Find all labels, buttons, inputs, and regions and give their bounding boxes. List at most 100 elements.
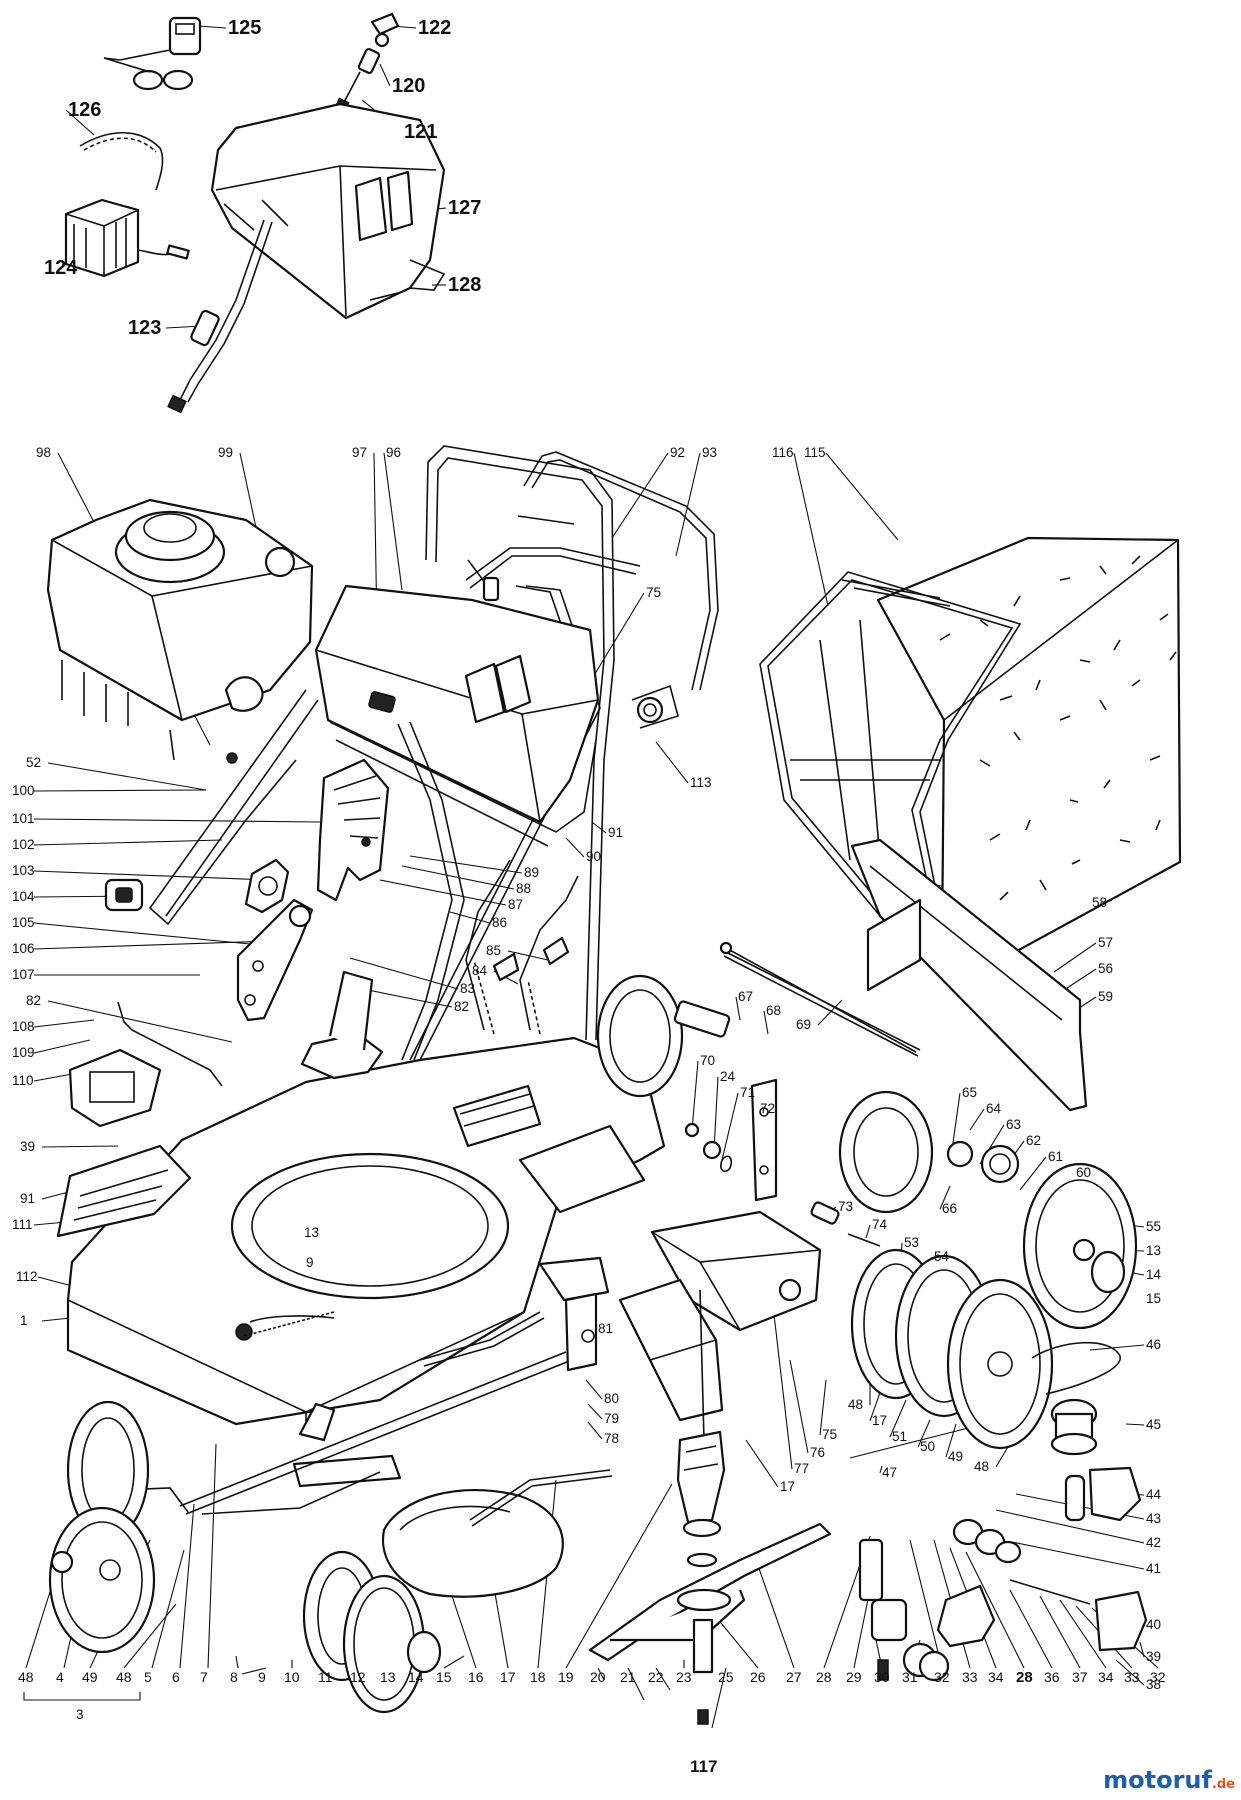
part-label-70: 70 [700, 1053, 716, 1068]
part-label-58: 58 [1092, 895, 1108, 910]
part-label-b14: 14 [408, 1669, 424, 1685]
grass-catcher-frame [759, 571, 1022, 941]
part-label-100: 100 [12, 783, 35, 798]
part-label-b32: 32 [934, 1669, 950, 1685]
part-label-b21: 21 [620, 1669, 636, 1685]
leader-line [945, 1423, 957, 1458]
part-label-101: 101 [12, 811, 35, 826]
watermark-text: motoruf [1103, 1766, 1212, 1794]
part-label-b17: 17 [500, 1669, 516, 1685]
throttle-cables [465, 859, 579, 1035]
part-label-96: 96 [386, 445, 402, 460]
part-label-87: 87 [508, 897, 524, 912]
part-label-90: 90 [586, 849, 602, 864]
part-label-44: 44 [1146, 1487, 1162, 1502]
leader-line [627, 1667, 645, 1701]
blade-adapter [676, 1430, 726, 1568]
leader-line [755, 1559, 795, 1669]
part-label-77: 77 [794, 1461, 810, 1476]
part-label-b16: 16 [468, 1669, 484, 1685]
part-label-b34: 34 [988, 1669, 1004, 1685]
leader-line [951, 1092, 961, 1151]
part-label-71: 71 [740, 1085, 756, 1100]
part-label-73: 73 [838, 1199, 854, 1214]
part-label-57: 57 [1098, 935, 1114, 950]
pivot-bracket [244, 858, 290, 914]
blade-disc [381, 1469, 613, 1598]
flap-rod [719, 941, 917, 1053]
part-label-122: 122 [418, 17, 452, 39]
leader-line [965, 1551, 1025, 1669]
part-label-97: 97 [352, 445, 368, 460]
front-left-wheel [48, 1400, 156, 1654]
leader-line [939, 1185, 951, 1210]
part-label-60: 60 [1076, 1165, 1092, 1180]
part-label-54: 54 [934, 1249, 950, 1264]
leader-line [969, 1108, 985, 1131]
battery-pack [64, 198, 190, 278]
part-label-b22: 22 [648, 1669, 664, 1685]
part-label-117: 117 [690, 1757, 718, 1776]
part-label-89: 89 [524, 865, 540, 880]
drive-wheel-group [850, 1248, 1054, 1450]
part-label-b7: 7 [200, 1669, 208, 1685]
part-label-b19: 19 [558, 1669, 574, 1685]
leader-line [819, 1379, 827, 1436]
part-label-75: 75 [646, 585, 662, 600]
engine [46, 498, 314, 764]
part-label-9a: 9 [306, 1255, 314, 1270]
part-label-84: 84 [472, 963, 488, 978]
part-label-104: 104 [12, 889, 35, 904]
part-label-48b: 48 [974, 1459, 990, 1474]
leader-line [33, 839, 223, 846]
part-label-93: 93 [702, 445, 718, 460]
part-label-69: 69 [796, 1017, 812, 1032]
part-label-40: 40 [1146, 1617, 1162, 1632]
leader-line [47, 762, 207, 791]
part-label-91b: 91 [608, 825, 624, 840]
part-label-123: 123 [128, 317, 162, 339]
leader-line [65, 109, 95, 136]
leader-line [675, 452, 701, 557]
part-label-128: 128 [448, 274, 482, 296]
leader-line [655, 741, 689, 784]
part-label-86: 86 [492, 915, 508, 930]
part-label-110: 110 [12, 1073, 34, 1088]
leader-line [591, 821, 607, 834]
part-label-17c: 17 [780, 1479, 796, 1494]
control-housing-top [210, 102, 446, 320]
part-label-b10: 10 [284, 1669, 300, 1685]
part-label-b28: 28 [816, 1669, 832, 1685]
leader-line [1011, 1541, 1145, 1570]
part-label-b11: 11 [318, 1669, 333, 1685]
part-label-116: 116 [772, 445, 794, 460]
leader-line [235, 1655, 239, 1669]
lever-bracket [750, 1078, 778, 1202]
part-label-b20: 20 [590, 1669, 606, 1685]
rear-chute-flap [850, 838, 1088, 1112]
leader-line [713, 1076, 719, 1151]
part-label-78: 78 [604, 1431, 620, 1446]
leader-line [789, 1359, 809, 1454]
part-label-46: 46 [1146, 1337, 1162, 1352]
leader-line [745, 1439, 779, 1488]
part-label-42: 42 [1146, 1535, 1162, 1550]
part-label-65: 65 [962, 1085, 978, 1100]
leader-line [33, 1019, 95, 1028]
part-label-b33: 33 [962, 1669, 978, 1685]
part-label-82b: 82 [454, 999, 470, 1014]
part-label-b9: 9 [258, 1669, 266, 1685]
rear-flap [292, 1402, 402, 1488]
leader-line [565, 1483, 673, 1669]
leader-line [41, 1145, 119, 1148]
left-side-guard [56, 1001, 223, 1238]
part-label-126: 126 [68, 99, 102, 121]
part-label-99: 99 [218, 445, 234, 460]
part-label-88: 88 [516, 881, 532, 896]
part-label-b6: 6 [172, 1669, 180, 1685]
leader-line [443, 1655, 465, 1669]
part-label-125: 125 [228, 17, 262, 39]
part-label-105: 105 [12, 915, 35, 930]
part-label-81: 81 [598, 1321, 614, 1336]
part-label-115: 115 [804, 445, 826, 460]
